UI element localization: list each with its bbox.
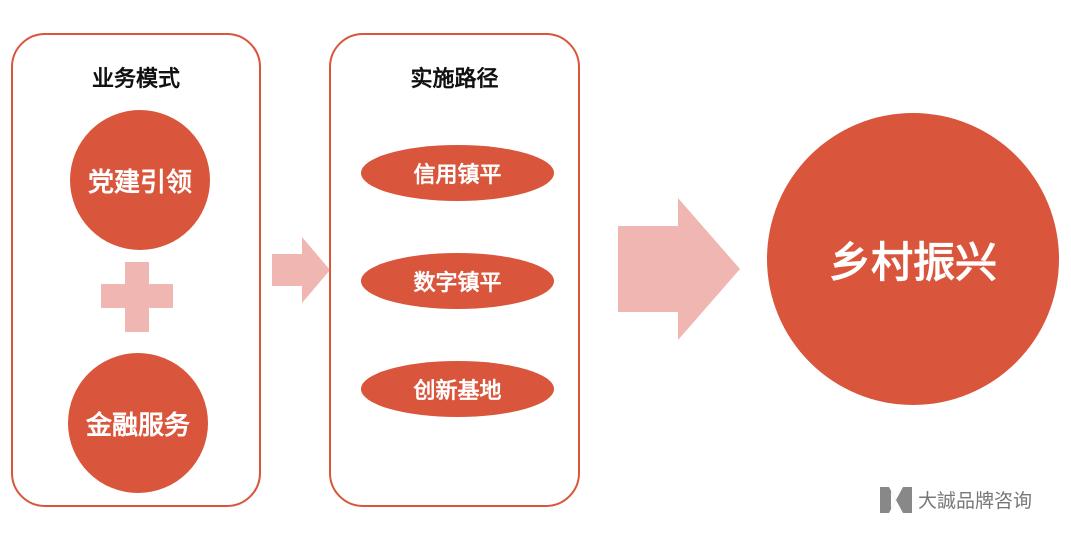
path-item: 信用镇平 <box>361 145 554 201</box>
business-model-title: 业务模式 <box>91 67 180 92</box>
path-item-label: 信用镇平 <box>413 163 502 188</box>
watermark: 大誠品牌咨询 <box>880 486 1032 513</box>
plus-vertical-bar <box>125 262 149 332</box>
party-building-label: 党建引领 <box>87 167 192 198</box>
path-item: 数字镇平 <box>361 253 554 309</box>
dc-logo-icon <box>880 486 912 513</box>
party-building-circle: 党建引领 <box>70 110 210 250</box>
rural-revitalization-label: 乡村振兴 <box>828 237 997 287</box>
large-arrow-icon <box>618 198 740 340</box>
financial-service-label: 金融服务 <box>85 410 190 441</box>
rural-revitalization-circle: 乡村振兴 <box>767 113 1059 405</box>
watermark-text: 大誠品牌咨询 <box>918 490 1033 512</box>
small-arrow-icon <box>272 237 330 303</box>
financial-service-circle: 金融服务 <box>68 353 208 493</box>
path-item-label: 数字镇平 <box>413 271 502 296</box>
path-item-label: 创新基地 <box>413 379 502 404</box>
path-item: 创新基地 <box>361 361 554 417</box>
implementation-path-title: 实施路径 <box>410 67 499 92</box>
